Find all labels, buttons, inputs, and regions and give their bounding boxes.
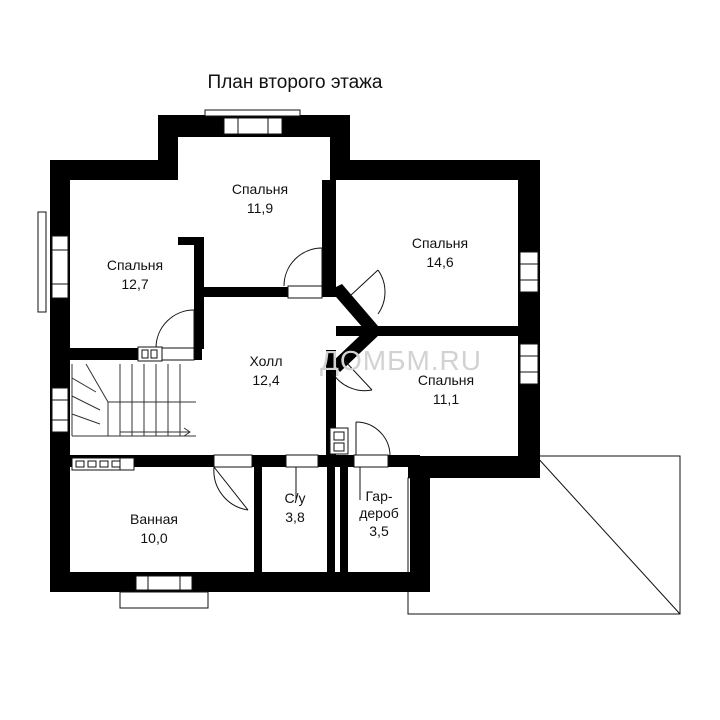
window-right-lower — [519, 343, 539, 385]
staircase — [71, 363, 196, 437]
window-bottom-sill — [119, 591, 209, 609]
room-area-wc: 3,8 — [285, 509, 305, 525]
watermark: ДОМБМ.RU — [320, 345, 482, 376]
room-labels: Спальня 11,9 Спальня 12,7 Спальня 14,6 Х… — [107, 181, 474, 546]
room-area-bedroom-1: 11,9 — [247, 200, 273, 216]
room-area-hall: 12,4 — [252, 372, 279, 388]
window-right-upper — [519, 251, 539, 293]
room-area-bathroom: 10,0 — [140, 530, 167, 546]
room-label-bedroom-3: Спальня — [412, 235, 468, 251]
window-top — [223, 117, 283, 135]
doors — [155, 247, 391, 511]
room-label-wardrobe-1: Гар- — [365, 488, 392, 504]
window-top-sill — [204, 109, 301, 117]
terrace-diagonal — [535, 455, 681, 615]
window-left-lower — [51, 387, 69, 433]
room-label-bathroom: Ванная — [130, 511, 178, 527]
terrace-outline — [407, 455, 681, 615]
plan-title: План второго этажа — [207, 72, 383, 93]
window-left-upper — [51, 235, 69, 299]
room-area-bedroom-2: 12,7 — [121, 276, 148, 292]
room-label-wardrobe-2: дероб — [359, 505, 399, 521]
room-label-hall: Холл — [250, 353, 283, 369]
room-label-bedroom-4: Спальня — [418, 372, 474, 388]
room-label-wc: С/у — [285, 490, 306, 506]
window-left-sill — [37, 211, 47, 313]
room-area-wardrobe: 3,5 — [369, 523, 389, 539]
room-area-bedroom-4: 11,1 — [433, 391, 459, 407]
fixtures — [71, 346, 349, 471]
room-area-bedroom-3: 14,6 — [426, 254, 453, 270]
windows — [37, 109, 539, 609]
room-label-bedroom-1: Спальня — [232, 181, 288, 197]
window-bottom — [135, 575, 193, 591]
room-label-bedroom-2: Спальня — [107, 257, 163, 273]
